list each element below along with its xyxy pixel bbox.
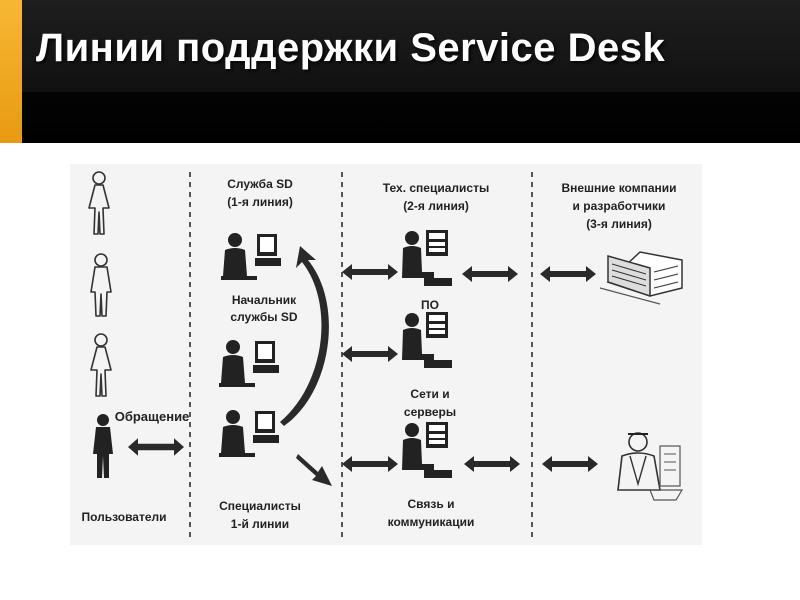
tech-header-line1: Тех. специалисты [382, 181, 490, 195]
software-label: ПО [421, 298, 439, 312]
operator-workstation-icon [221, 233, 281, 280]
double-arrow-icon [462, 266, 518, 282]
support-lines-diagram: Пользователи Обращение Служба SD (1-я ли… [70, 164, 702, 545]
double-arrow-icon [540, 266, 596, 282]
users-label: Пользователи [81, 510, 167, 524]
office-building-icon [599, 251, 683, 305]
double-arrow-icon [342, 456, 398, 472]
sd-head-line2: службы SD [230, 310, 298, 324]
sd-header-line2: (1-я линия) [227, 195, 293, 209]
double-arrow-icon [542, 456, 598, 472]
female-user-icon [90, 333, 112, 397]
operator-workstation-icon [219, 340, 279, 387]
specialist-workstation-icon [402, 230, 452, 286]
l1-specialists-line2: 1-й линии [230, 517, 290, 531]
slide-header: Линии поддержки Service Desk [0, 0, 800, 143]
male-user-icon [93, 414, 113, 478]
slide-title: Линии поддержки Service Desk [36, 26, 666, 70]
double-arrow-icon [128, 438, 184, 456]
operator-workstation-icon [219, 410, 279, 457]
tech-header-line2: (2-я линия) [403, 199, 469, 213]
escalation-arrow-icon [280, 246, 329, 426]
comms-line1: Связь и [407, 497, 455, 511]
male-user-icon [90, 253, 112, 317]
external-line1: Внешние компании [561, 181, 677, 195]
sd-header-line1: Служба SD [227, 177, 293, 191]
network-line2: серверы [403, 405, 457, 419]
escalation-arrow-icon [296, 454, 332, 486]
sd-head-line1: Начальник [231, 293, 297, 307]
external-line2: и разработчики [572, 199, 666, 213]
request-label: Обращение [114, 409, 190, 424]
female-user-icon [88, 171, 110, 235]
network-line1: Сети и [410, 387, 450, 401]
double-arrow-icon [464, 456, 520, 472]
title-band [22, 0, 800, 92]
double-arrow-icon [342, 264, 398, 280]
specialist-workstation-icon [402, 422, 452, 478]
double-arrow-icon [342, 346, 398, 362]
external-line3: (3-я линия) [586, 217, 652, 231]
l1-specialists-line1: Специалисты [219, 499, 301, 513]
accent-bar [0, 0, 22, 143]
specialist-workstation-icon [402, 312, 452, 368]
developer-icon [617, 432, 684, 501]
diagram-canvas [88, 171, 684, 539]
comms-line2: коммуникации [387, 515, 475, 529]
